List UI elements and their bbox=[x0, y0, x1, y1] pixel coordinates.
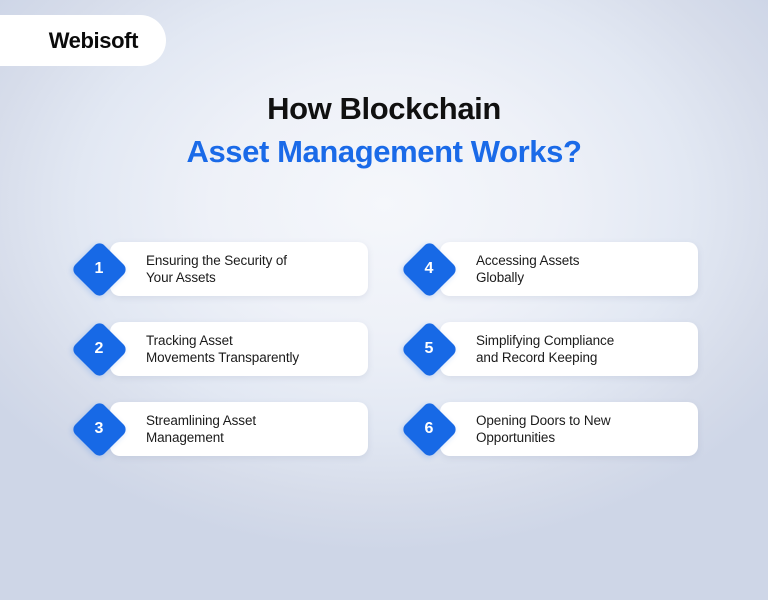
step-card: Simplifying Compliance and Record Keepin… bbox=[440, 322, 698, 376]
step-label: Tracking Asset Movements Transparently bbox=[146, 333, 300, 365]
step-label: Ensuring the Security of Your Assets bbox=[146, 253, 287, 285]
step-item: Ensuring the Security of Your Assets 1 bbox=[70, 240, 370, 299]
page-title: How Blockchain Asset Management Works? bbox=[0, 88, 768, 174]
step-item: Simplifying Compliance and Record Keepin… bbox=[400, 320, 700, 379]
step-label: Opening Doors to New Opportunities bbox=[476, 413, 611, 445]
step-label: Accessing Assets Globally bbox=[476, 253, 580, 285]
steps-grid: Ensuring the Security of Your Assets 1 A… bbox=[70, 240, 700, 459]
step-item: Tracking Asset Movements Transparently 2 bbox=[70, 320, 370, 379]
brand-logo-text: Webisoft bbox=[48, 27, 139, 53]
step-item: Streamlining Asset Management 3 bbox=[70, 400, 370, 459]
brand-logo: Webisoft bbox=[0, 15, 166, 66]
step-card: Streamlining Asset Management bbox=[110, 402, 368, 456]
step-card: Ensuring the Security of Your Assets bbox=[110, 242, 368, 296]
step-label: Streamlining Asset Management bbox=[146, 413, 257, 445]
step-item: Accessing Assets Globally 4 bbox=[400, 240, 700, 299]
page-title-line-1: How Blockchain bbox=[267, 91, 501, 126]
page-title-line-2: Asset Management Works? bbox=[186, 134, 582, 169]
step-card: Tracking Asset Movements Transparently bbox=[110, 322, 368, 376]
step-card: Accessing Assets Globally bbox=[440, 242, 698, 296]
step-label: Simplifying Compliance and Record Keepin… bbox=[476, 333, 615, 365]
step-item: Opening Doors to New Opportunities 6 bbox=[400, 400, 700, 459]
step-card: Opening Doors to New Opportunities bbox=[440, 402, 698, 456]
